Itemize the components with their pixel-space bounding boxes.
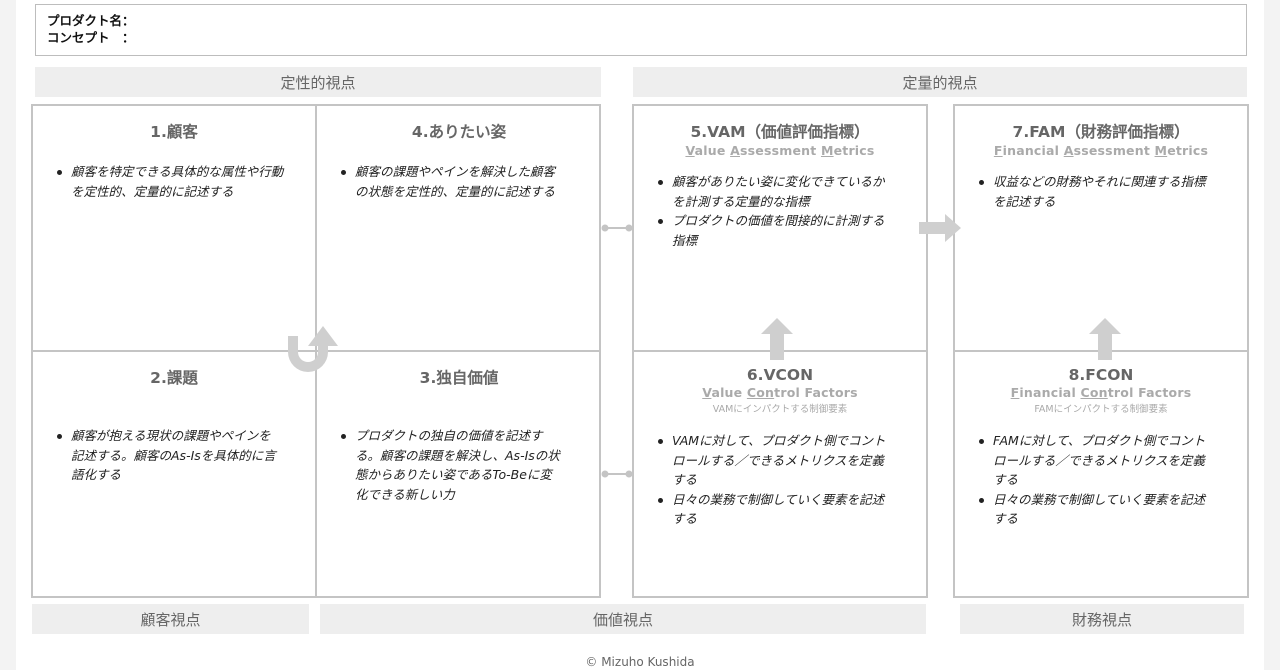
subtitle-part: etrics bbox=[1167, 143, 1209, 158]
copyright: © Mizuho Kushida bbox=[585, 655, 695, 669]
cell-title: 5.VAM（価値評価指標） bbox=[690, 123, 870, 141]
cell-subtitle-jp: VAMにインパクトする制御要素 bbox=[712, 404, 848, 415]
bullet-list: FAMに対して、プロダクト側でコントロールする／できるメトリクスを定義する 日々… bbox=[979, 431, 1211, 529]
quantitative-band: 定量的視点 bbox=[633, 67, 1247, 97]
concept-label: コンセプト ： bbox=[47, 30, 135, 45]
connector-top bbox=[601, 224, 633, 232]
cell-subtitle-jp: FAMにインパクトする制御要素 bbox=[1034, 404, 1168, 415]
list-item: 収益などの財務やそれに関連する指標を記述する bbox=[979, 172, 1211, 211]
cell-problem: 2.課題 顧客が抱える現状の課題やペインを記述する。顧客のAs-Isを具体的に言… bbox=[33, 352, 315, 596]
product-name-label: プロダクト名： bbox=[47, 13, 135, 28]
u-turn-arrow-icon bbox=[288, 326, 338, 372]
cell-ideal-state: 4.ありたい姿 顧客の課題やペインを解決した顧客の状態を定性的、定量的に記述する bbox=[317, 106, 601, 350]
arrow-up-icon bbox=[761, 318, 793, 360]
list-item: 顧客を特定できる具体的な属性や行動を定性的、定量的に記述する bbox=[57, 162, 287, 201]
list-item: 顧客の課題やペインを解決した顧客の状態を定性的、定量的に記述する bbox=[341, 162, 561, 201]
subtitle-part: ssessment bbox=[739, 143, 821, 158]
cell-title: 8.FCON bbox=[1068, 366, 1134, 384]
cell-title: 6.VCON bbox=[746, 366, 814, 384]
subtitle-initial: M bbox=[1154, 143, 1168, 158]
connector-bottom bbox=[601, 470, 633, 478]
subtitle-part: inancial bbox=[1002, 143, 1064, 158]
list-item: プロダクトの独自の価値を記述する。顧客の課題を解決し、As-Isの状態からありた… bbox=[341, 426, 561, 504]
list-item: VAMに対して、プロダクト側でコントロールする／できるメトリクスを定義する bbox=[658, 431, 890, 490]
subtitle-initial: F bbox=[993, 143, 1003, 158]
bullet-list: 顧客がありたい姿に変化できているかを計測する定量的な指標 プロダクトの価値を間接… bbox=[658, 172, 890, 250]
subtitle-initial: Con bbox=[1080, 385, 1108, 400]
subtitle-initial: M bbox=[820, 143, 834, 158]
list-item: 日々の業務で制御していく要素を記述する bbox=[979, 490, 1211, 529]
subtitle-initial: F bbox=[1010, 385, 1020, 400]
cell-title: 2.課題 bbox=[150, 369, 198, 387]
list-item: 顧客がありたい姿に変化できているかを計測する定量的な指標 bbox=[658, 172, 890, 211]
subtitle-initial: V bbox=[685, 143, 695, 158]
arrow-up-icon bbox=[1089, 318, 1121, 360]
subtitle-part: inancial bbox=[1019, 385, 1081, 400]
cell-unique-value: 3.独自価値 プロダクトの独自の価値を記述する。顧客の課題を解決し、As-Isの… bbox=[317, 352, 601, 596]
cell-subtitle: Financial Control Factors bbox=[955, 385, 1247, 400]
bullet-list: 顧客を特定できる具体的な属性や行動を定性的、定量的に記述する bbox=[57, 162, 287, 201]
list-item: 日々の業務で制御していく要素を記述する bbox=[658, 490, 890, 529]
list-item: 顧客が抱える現状の課題やペインを記述する。顧客のAs-Isを具体的に言語化する bbox=[57, 426, 277, 485]
cell-fam: 7.FAM（財務評価指標） Financial Assessment Metri… bbox=[955, 106, 1247, 350]
value-band: 価値視点 bbox=[320, 604, 926, 634]
list-item: プロダクトの価値を間接的に計測する指標 bbox=[658, 211, 890, 250]
subtitle-initial: A bbox=[1063, 143, 1074, 158]
bullet-list: 顧客が抱える現状の課題やペインを記述する。顧客のAs-Isを具体的に言語化する bbox=[57, 426, 277, 485]
divider-horizontal bbox=[31, 350, 601, 352]
subtitle-initial: A bbox=[730, 143, 740, 158]
cell-vam: 5.VAM（価値評価指標） Value Assessment Metrics 顧… bbox=[634, 106, 926, 350]
header-box: プロダクト名： コンセプト ： bbox=[35, 4, 1247, 56]
subtitle-initial: Con bbox=[746, 385, 775, 400]
bullet-list: 収益などの財務やそれに関連する指標を記述する bbox=[979, 172, 1211, 211]
bullet-list: VAMに対して、プロダクト側でコントロールする／できるメトリクスを定義する 日々… bbox=[658, 431, 890, 529]
subtitle-part: alue bbox=[694, 143, 731, 158]
subtitle-part: trol Factors bbox=[1107, 385, 1192, 400]
subtitle-part: etrics bbox=[833, 143, 875, 158]
subtitle-part: ssessment bbox=[1073, 143, 1155, 158]
cell-title: 4.ありたい姿 bbox=[411, 123, 507, 141]
cell-subtitle: Financial Assessment Metrics bbox=[955, 143, 1247, 158]
cell-title: 7.FAM（財務評価指標） bbox=[1012, 123, 1190, 141]
cell-title: 3.独自価値 bbox=[419, 369, 499, 387]
cell-fcon: 8.FCON Financial Control Factors FAMにインパ… bbox=[955, 352, 1247, 596]
cell-title: 1.顧客 bbox=[150, 123, 198, 141]
cell-subtitle: Value Control Factors bbox=[634, 385, 926, 400]
customer-band: 顧客視点 bbox=[32, 604, 309, 634]
list-item: FAMに対して、プロダクト側でコントロールする／できるメトリクスを定義する bbox=[979, 431, 1211, 490]
cell-subtitle: Value Assessment Metrics bbox=[634, 143, 926, 158]
finance-band: 財務視点 bbox=[960, 604, 1244, 634]
arrow-right-icon bbox=[919, 214, 961, 242]
bullet-list: プロダクトの独自の価値を記述する。顧客の課題を解決し、As-Isの状態からありた… bbox=[341, 426, 561, 504]
qualitative-band: 定性的視点 bbox=[35, 67, 601, 97]
cell-customer: 1.顧客 顧客を特定できる具体的な属性や行動を定性的、定量的に記述する bbox=[33, 106, 315, 350]
bullet-list: 顧客の課題やペインを解決した顧客の状態を定性的、定量的に記述する bbox=[341, 162, 561, 201]
subtitle-part: alue bbox=[711, 385, 747, 400]
subtitle-part: trol Factors bbox=[774, 385, 858, 400]
subtitle-initial: V bbox=[702, 385, 712, 400]
cell-vcon: 6.VCON Value Control Factors VAMにインパクトする… bbox=[634, 352, 926, 596]
